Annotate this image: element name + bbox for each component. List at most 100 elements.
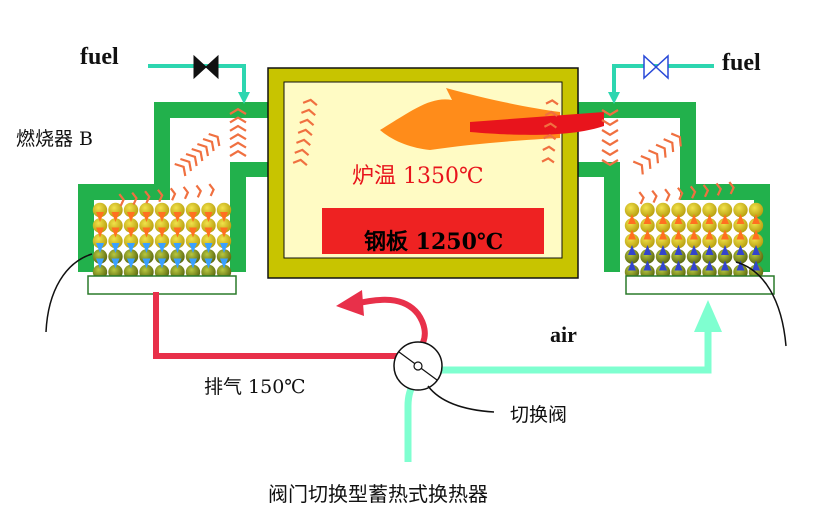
regenerator-ball — [170, 202, 185, 218]
regenerator-ball — [92, 249, 108, 264]
switching-valve-icon[interactable] — [393, 341, 443, 391]
bed-flow-arrow — [142, 258, 151, 269]
regenerator-ball — [702, 218, 717, 233]
regenerator-ball — [185, 218, 201, 233]
bed-flow-arrow — [690, 214, 698, 224]
bed-flow-arrow — [659, 260, 667, 271]
bed-flow-arrow — [204, 258, 213, 269]
regenerator-ball — [216, 233, 232, 249]
heat-arrow — [185, 152, 198, 167]
regenerator-ball — [686, 202, 702, 218]
regenerator-ball — [748, 233, 764, 249]
regenerator-ball — [640, 233, 655, 249]
bed-flow-arrow — [220, 243, 228, 253]
bed-flow-arrow — [643, 260, 652, 271]
fuel-valve-left-closed-icon[interactable] — [193, 54, 219, 80]
bed-flow-arrow — [736, 229, 745, 240]
regenerator-ball — [733, 249, 748, 264]
bed-flow-arrow — [736, 260, 745, 271]
heat-arrow — [174, 162, 187, 177]
heat-arrow — [229, 124, 247, 132]
fuel-label-right: fuel — [722, 50, 761, 76]
regenerator-ball — [123, 233, 139, 249]
regenerator-ball — [624, 202, 640, 218]
heat-arrow — [229, 116, 247, 124]
regenerator-ball — [671, 233, 686, 249]
regenerator-ball — [154, 218, 170, 233]
bed-flow-arrow — [690, 229, 698, 240]
bed-flow-arrow — [628, 229, 636, 240]
heat-arrow — [648, 149, 660, 164]
bed-flow-arrow — [690, 245, 698, 255]
regenerator-ball — [624, 233, 640, 249]
bed-flow-arrow — [705, 229, 714, 240]
bed-flow-arrow — [189, 212, 197, 222]
heat-arrow — [545, 99, 559, 106]
bed-flow-arrow — [204, 243, 213, 253]
regenerator-ball — [640, 218, 655, 233]
regenerator-ball — [92, 218, 108, 233]
switching-valve-leader — [427, 385, 495, 413]
heat-arrow — [229, 133, 247, 141]
bed-flow-arrow — [158, 258, 166, 269]
heat-arrow — [202, 137, 215, 152]
left-bed-outlet — [87, 275, 237, 295]
regenerator-ball — [624, 218, 640, 233]
exhaust-line — [153, 292, 428, 359]
bed-flow-arrow — [643, 214, 652, 224]
regenerator-ball — [748, 218, 764, 233]
bed-flow-arrow — [189, 227, 197, 238]
right-burner-duct — [578, 102, 770, 272]
regenerator-ball — [717, 218, 733, 233]
bed-flow-arrow — [721, 229, 729, 240]
heat-arrow — [191, 147, 204, 162]
regenerator-ball — [671, 249, 686, 264]
regenerator-ball — [154, 233, 170, 249]
regenerator-ball — [170, 249, 185, 264]
regenerator-ball — [108, 202, 123, 218]
bed-flow-arrow — [127, 212, 135, 222]
bed-flow-arrow — [158, 227, 166, 238]
regenerator-ball — [216, 202, 232, 218]
regenerator-ball — [139, 249, 154, 264]
regenerator-ball — [717, 202, 733, 218]
regenerator-ball — [702, 249, 717, 264]
bed-flow-arrow — [674, 260, 683, 271]
heat-arrow — [651, 189, 658, 203]
regenerator-ball — [108, 233, 123, 249]
bed-flow-arrow — [705, 214, 714, 224]
heat-arrow — [299, 118, 315, 126]
regenerator-ball — [185, 202, 201, 218]
regenerator-ball — [733, 218, 748, 233]
bed-flow-arrow — [643, 229, 652, 240]
bed-flow-arrow — [173, 258, 182, 269]
heat-arrow — [670, 132, 682, 147]
heat-arrow — [157, 189, 164, 203]
heat-arrow — [229, 149, 247, 157]
bed-flow-arrow — [643, 245, 652, 255]
right-regenerator-bed — [624, 202, 764, 280]
regenerator-ball — [92, 202, 108, 218]
burner-b-label: 燃烧器 B — [16, 128, 94, 150]
bed-flow-arrow — [752, 229, 760, 240]
regenerator-ball — [655, 202, 671, 218]
heat-arrow — [169, 187, 177, 201]
bed-flow-arrow — [142, 227, 151, 238]
exhaust-label: 排气 150℃ — [204, 376, 306, 398]
bed-flow-arrow — [674, 245, 683, 255]
bed-flow-arrow — [220, 212, 228, 222]
regenerator-ball — [123, 249, 139, 264]
regenerator-ball — [201, 218, 216, 233]
regenerator-ball — [733, 202, 748, 218]
heat-arrow — [601, 119, 619, 127]
heat-arrow — [601, 109, 619, 117]
regenerator-ball — [154, 249, 170, 264]
fuel-line-left — [148, 64, 246, 94]
heat-arrow — [702, 184, 710, 198]
regenerator-ball — [624, 249, 640, 264]
bed-flow-arrow — [173, 243, 182, 253]
fuel-valve-right-open-icon[interactable] — [643, 54, 669, 80]
regenerator-ball — [686, 233, 702, 249]
regenerator-ball — [216, 249, 232, 264]
regenerator-ball — [733, 233, 748, 249]
